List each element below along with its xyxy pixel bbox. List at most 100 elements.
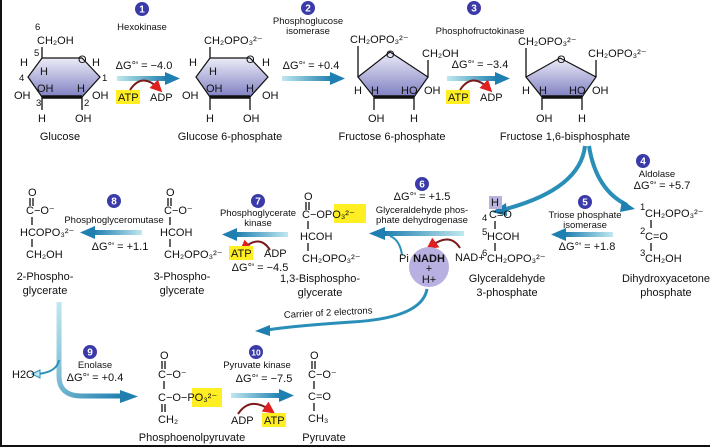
delta-g-step-6: ΔG°' = +1.5 (394, 191, 451, 203)
glucose-structure: 6 CH₂OH 5 O H H 4 H 1 OH H OH OH 3 2 H O… (14, 22, 109, 125)
delta-g-step-4: ΔG°' = +5.7 (634, 180, 691, 192)
molecule-label-fructose-6-phosphate: Fructose 6-phosphate (338, 131, 445, 143)
svg-text:CH₂OH: CH₂OH (37, 35, 74, 47)
enzyme-pyruvate-kinase: Pyruvate kinase (223, 360, 291, 371)
svg-text:HO: HO (569, 85, 586, 97)
svg-text:CH₂OH: CH₂OH (645, 253, 682, 265)
svg-text:OH: OH (92, 90, 109, 102)
svg-text:+: + (426, 263, 432, 275)
molecule-label-2pg-line1: 2-Phospho- (17, 271, 74, 283)
svg-text:3: 3 (471, 4, 477, 15)
curved-arrow-icon (426, 237, 461, 250)
nadh-circle: NADH + H+ (409, 247, 449, 287)
cofactor-nad: NAD+ (455, 252, 485, 264)
delta-g-step-5: ΔG°' = +1.8 (559, 241, 616, 253)
reaction-arrow-step-3 (447, 72, 510, 85)
atp-highlight (262, 413, 286, 427)
reaction-arrow-step-8 (80, 226, 142, 239)
svg-text:4: 4 (640, 157, 646, 168)
molecule-label-3pg-line2: glycerate (160, 285, 205, 297)
svg-text:8: 8 (111, 197, 117, 208)
svg-text:CH₂OH: CH₂OH (26, 249, 63, 261)
reaction-arrow-step-7 (222, 228, 288, 241)
aldehyde-hydrogen-box (489, 196, 502, 209)
svg-text:C−O⁻: C−O⁻ (158, 369, 187, 381)
svg-text:O: O (166, 187, 175, 199)
svg-text:H: H (92, 57, 100, 69)
svg-text:O: O (310, 350, 319, 362)
svg-text:H: H (40, 66, 48, 78)
svg-text:CH₂OPO₃²⁻: CH₂OPO₃²⁻ (518, 36, 577, 48)
svg-text:O: O (386, 49, 395, 61)
svg-text:CH₂OPO₃²⁻: CH₂OPO₃²⁻ (164, 249, 223, 261)
electron-carrier-label: Carrier of 2 electrons (284, 305, 373, 321)
svg-text:NADH: NADH (413, 253, 445, 265)
dihydroxyacetone-phosphate-structure: 1 CH₂OPO₃²⁻ 2 C=O 3 CH₂OH (640, 202, 704, 265)
molecule-label-pyruvate: Pyruvate (302, 432, 345, 444)
svg-text:OH: OH (182, 90, 199, 102)
enzyme-triose-phosphate-isomerase-line1: Triose phosphate (548, 210, 621, 221)
svg-text:HCOH: HCOH (160, 227, 192, 239)
svg-text:2: 2 (305, 4, 311, 15)
svg-text:10: 10 (251, 348, 261, 358)
enzyme-phosphoglucose-isomerase-line2: isomerase (286, 26, 330, 37)
glucose-6-phosphate-structure: CH₂OPO₃²⁻ O H H H OH H OH OH H OH (182, 35, 279, 125)
delta-g-step-3: ΔG°' = −3.4 (452, 59, 509, 71)
delta-g-step-7: ΔG°' = −4.5 (232, 262, 289, 274)
pi-input-arrow (389, 235, 403, 256)
enzyme-phosphoglyceromutase: Phosphoglyceromutase (64, 215, 163, 226)
delta-g-step-1: ΔG°' = −4.0 (116, 60, 173, 72)
svg-text:O: O (78, 54, 87, 66)
svg-text:OH: OH (14, 90, 31, 102)
svg-text:H: H (491, 197, 499, 209)
svg-text:4: 4 (482, 213, 487, 224)
enzyme-triose-phosphate-isomerase-line2: isomerase (563, 220, 607, 231)
svg-text:CH₂OPO₃²⁻: CH₂OPO₃²⁻ (350, 34, 409, 46)
svg-text:2: 2 (84, 98, 89, 109)
svg-text:HCOH: HCOH (300, 231, 332, 243)
svg-text:H: H (539, 85, 547, 97)
svg-text:3: 3 (36, 98, 41, 109)
svg-text:H: H (262, 57, 270, 69)
step-badge-7: 7 (251, 194, 265, 208)
step-badge-10: 10 (249, 345, 263, 359)
reaction-arrow-step-9 (30, 302, 138, 403)
molecule-label-glucose: Glucose (40, 131, 80, 143)
svg-text:CH₂OH: CH₂OH (422, 48, 459, 60)
delta-g-step-9: ΔG°' = +0.4 (67, 372, 124, 384)
svg-text:9: 9 (87, 348, 93, 359)
cofactor-pi: Pi (399, 253, 409, 265)
cofactor-adp-step-10: ADP (231, 415, 254, 427)
fructose-6-phosphate-structure: CH₂OPO₃²⁻ O CH₂OH H H HO OH OH H (350, 34, 459, 125)
molecule-label-2pg-line2: glycerate (23, 285, 68, 297)
enzyme-phosphofructokinase: Phosphofructokinase (436, 26, 525, 37)
svg-text:CH₂OPO₃²⁻: CH₂OPO₃²⁻ (302, 253, 361, 265)
fructose-1-6-bisphosphate-structure: CH₂OPO₃²⁻ O CH₂OPO₃²⁻ H H HO OH OH H (518, 36, 647, 125)
delta-g-step-10: ΔG°' = −7.5 (236, 373, 293, 385)
atp-highlight (229, 246, 253, 260)
svg-text:C−O⁻: C−O⁻ (308, 369, 337, 381)
byproduct-water: H2O (12, 369, 35, 381)
molecule-label-phosphoenolpyruvate: Phosphoenolpyruvate (139, 432, 245, 444)
svg-text:HO: HO (401, 85, 418, 97)
molecule-label-bpg-line2: glycerate (298, 287, 343, 299)
molecule-label-glucose-6-phosphate: Glucose 6-phosphate (178, 131, 283, 143)
curved-arrow-icon (237, 401, 275, 415)
svg-text:O: O (160, 350, 169, 362)
step-badge-4: 4 (636, 154, 650, 168)
svg-text:H: H (578, 113, 586, 125)
svg-text:5: 5 (482, 227, 487, 238)
svg-text:C−O−PO₃²⁻: C−O−PO₃²⁻ (158, 392, 217, 404)
svg-text:CH₂OPO₃²⁻: CH₂OPO₃²⁻ (487, 253, 546, 265)
svg-text:C−O⁻: C−O⁻ (26, 205, 55, 217)
enzyme-aldolase: Aldolase (639, 169, 675, 180)
svg-text:CH₂OPO₃²⁻: CH₂OPO₃²⁻ (204, 35, 263, 47)
svg-text:OH: OH (262, 90, 279, 102)
svg-text:HCOPO₃²⁻: HCOPO₃²⁻ (20, 227, 74, 239)
svg-text:OH: OH (37, 83, 54, 95)
svg-text:H: H (77, 83, 85, 95)
molecule-label-dhap-line2: phosphate (640, 287, 691, 299)
reaction-arrow-step-10 (231, 389, 294, 402)
delta-g-step-8: ΔG°' = +1.1 (92, 241, 149, 253)
cofactor-adp-step-7: ADP (264, 248, 287, 260)
